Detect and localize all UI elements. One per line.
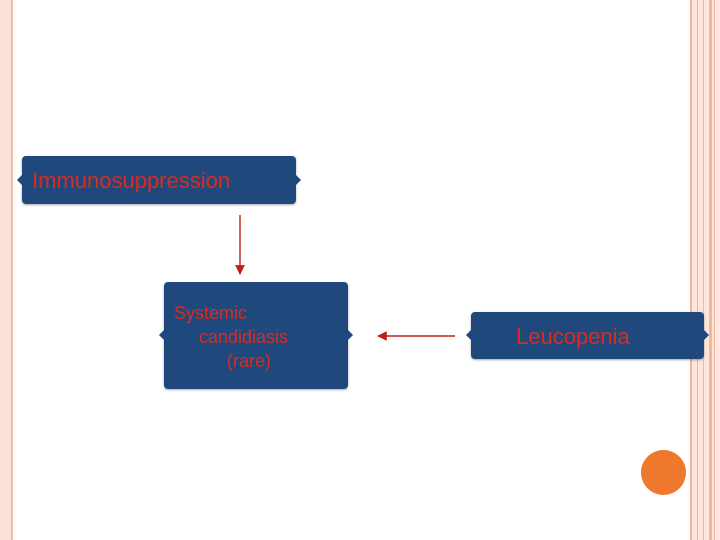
leucopenia-node: Leucopenia [466, 312, 709, 359]
leucopenia-label: Leucopenia [516, 324, 630, 349]
node-connector-notch [348, 330, 353, 340]
immunosuppression-node: Immunosuppression [17, 156, 301, 204]
immunosuppression-label: Immunosuppression [32, 168, 231, 193]
right-frame-line [690, 0, 692, 540]
systemic-label-line1: Systemic [174, 303, 248, 323]
node-connector-notch [704, 330, 709, 340]
systemic-label-line2: candidiasis [199, 327, 289, 347]
systemic-label-line3: (rare) [227, 351, 271, 371]
systemic-candidiasis-label: Systemic candidiasis (rare) [174, 301, 288, 373]
right-frame-line [697, 0, 698, 540]
node-connector-notch [466, 330, 471, 340]
left-frame-line [11, 0, 13, 540]
right-frame-band [690, 0, 720, 540]
right-frame-line [703, 0, 704, 540]
node-connector-notch [159, 330, 164, 340]
left-frame-band [0, 0, 11, 540]
right-frame-line [714, 0, 715, 540]
node-connector-notch [17, 175, 22, 185]
node-connector-notch [296, 175, 301, 185]
accent-dot [641, 450, 686, 495]
right-frame-line [709, 0, 712, 540]
systemic-candidiasis-node: Systemic candidiasis (rare) [159, 282, 353, 389]
